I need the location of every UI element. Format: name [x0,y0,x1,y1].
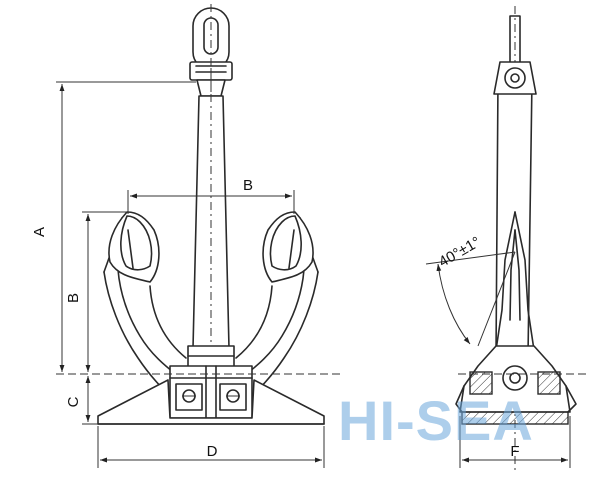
front-view [97,4,325,425]
dimension-b-top-label: B [243,177,253,194]
angle-label: 40°±1° [436,233,484,270]
arms [103,211,319,393]
svg-text:HI-SEA: HI-SEA [338,389,534,452]
dimension-a-label: A [31,227,48,237]
dimension-b-side-label: B [65,293,82,303]
hi-sea-watermark-logo: HI-SEA [338,389,534,452]
base-plate [97,379,325,425]
dimension-c-label: C [65,396,82,407]
crown [169,345,253,419]
side-view [455,6,590,470]
dimension-f-label: F [510,443,519,460]
angle-arc [436,263,471,345]
front-dimensions: A B B C D [31,81,340,468]
dimension-d-label: D [207,443,218,460]
